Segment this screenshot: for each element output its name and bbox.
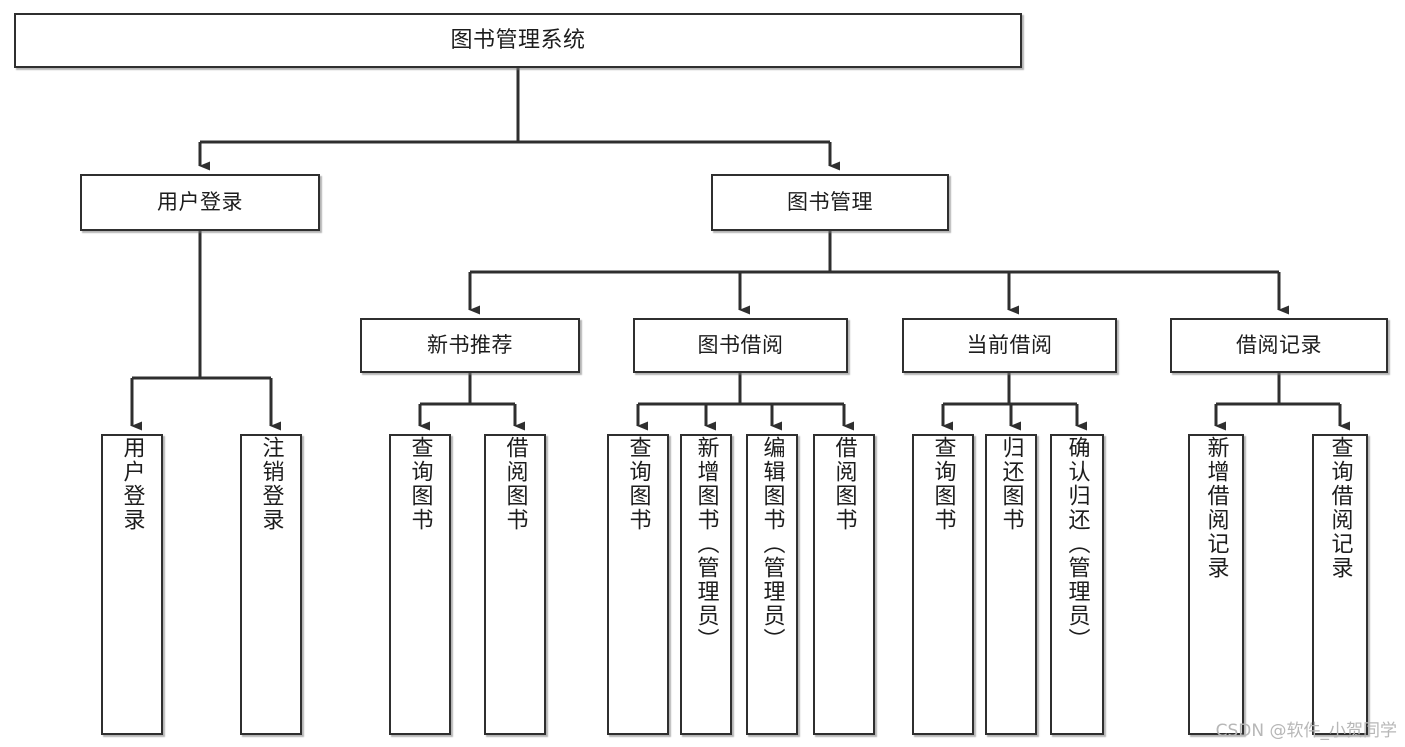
- node-leaf-logout[interactable]: 注销登录: [240, 434, 302, 735]
- node-leaf-label: 查询图书: [625, 436, 651, 532]
- node-user-login-label: 用户登录: [157, 190, 243, 215]
- node-leaf-user-login[interactable]: 用户登录: [101, 434, 163, 735]
- node-borrow-record-label: 借阅记录: [1236, 333, 1322, 358]
- node-root-label: 图书管理系统: [450, 27, 586, 53]
- node-root-book-management-system[interactable]: 图书管理系统: [14, 13, 1022, 68]
- node-leaf-edit-book-admin[interactable]: 编辑图书（管理员）: [746, 434, 798, 735]
- node-book-management-label: 图书管理: [787, 190, 873, 215]
- node-borrow-record[interactable]: 借阅记录: [1170, 318, 1388, 373]
- node-leaf-label: 借阅图书: [502, 436, 528, 532]
- node-leaf-label: 注销登录: [258, 436, 284, 532]
- node-leaf-label: 用户登录: [119, 436, 145, 532]
- node-leaf-borrow-book-newbook[interactable]: 借阅图书: [484, 434, 546, 735]
- node-leaf-label: 查询图书: [407, 436, 433, 532]
- node-leaf-add-borrow-record[interactable]: 新增借阅记录: [1188, 434, 1244, 735]
- node-leaf-label: 新增图书（管理员）: [693, 436, 719, 652]
- node-book-borrow[interactable]: 图书借阅: [633, 318, 848, 373]
- node-new-book-recommend-label: 新书推荐: [427, 333, 513, 358]
- node-current-borrow-label: 当前借阅: [966, 333, 1053, 358]
- node-leaf-confirm-return-admin[interactable]: 确认归还（管理员）: [1050, 434, 1104, 735]
- node-leaf-label: 查询借阅记录: [1327, 436, 1353, 580]
- node-leaf-query-book-current[interactable]: 查询图书: [912, 434, 974, 735]
- csdn-watermark: CSDN @软件_小贺同学: [1215, 721, 1397, 741]
- node-leaf-add-book-admin[interactable]: 新增图书（管理员）: [680, 434, 732, 735]
- node-leaf-borrow-book[interactable]: 借阅图书: [813, 434, 875, 735]
- node-leaf-return-book[interactable]: 归还图书: [985, 434, 1037, 735]
- node-current-borrow[interactable]: 当前借阅: [902, 318, 1117, 373]
- node-leaf-label: 借阅图书: [831, 436, 857, 532]
- node-leaf-label: 新增借阅记录: [1203, 436, 1229, 580]
- node-book-borrow-label: 图书借阅: [697, 333, 784, 358]
- node-book-management[interactable]: 图书管理: [711, 174, 949, 231]
- node-new-book-recommend[interactable]: 新书推荐: [360, 318, 580, 373]
- node-leaf-query-borrow-record[interactable]: 查询借阅记录: [1312, 434, 1368, 735]
- node-leaf-label: 编辑图书（管理员）: [759, 436, 785, 652]
- node-leaf-query-book-borrow[interactable]: 查询图书: [607, 434, 669, 735]
- node-user-login[interactable]: 用户登录: [80, 174, 320, 231]
- node-leaf-label: 查询图书: [930, 436, 956, 532]
- node-leaf-label: 归还图书: [998, 436, 1024, 532]
- node-leaf-label: 确认归还（管理员）: [1064, 436, 1090, 652]
- node-leaf-query-book-newbook[interactable]: 查询图书: [389, 434, 451, 735]
